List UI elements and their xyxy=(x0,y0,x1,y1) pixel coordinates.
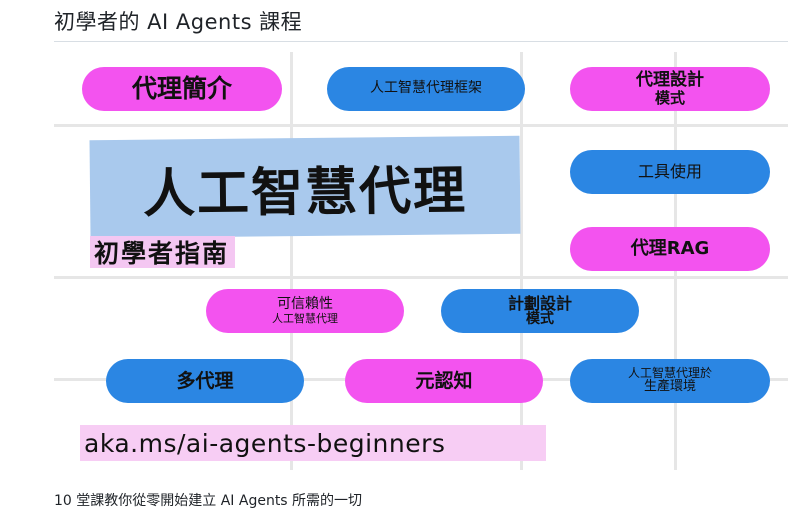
lesson-label: 代理RAG xyxy=(630,238,710,260)
lesson-pill-planning: 計劃設計 模式 xyxy=(441,289,639,333)
lesson-pill-frameworks: 人工智慧代理框架 xyxy=(327,67,525,111)
lesson-pill-production: 人工智慧代理於 生產環境 xyxy=(570,359,770,403)
lesson-pill-multi-agent: 多代理 xyxy=(106,359,304,403)
lesson-label: 計劃設計 xyxy=(507,293,572,313)
lesson-label: 人工智慧代理框架 xyxy=(370,80,482,97)
lesson-label: 代理設計 xyxy=(636,70,704,91)
page-title: 初學者的 AI Agents 課程 xyxy=(54,10,303,34)
lesson-label: 代理簡介 xyxy=(131,74,232,104)
banner-subtitle: 初學者指南 xyxy=(90,236,236,268)
lesson-pill-trustworthy: 可信賴性 人工智慧代理 xyxy=(206,289,404,333)
grid-line xyxy=(54,276,788,279)
banner-headline: 人工智慧代理 xyxy=(89,135,521,239)
banner-url: aka.ms/ai-agents-beginners xyxy=(80,425,546,461)
lesson-label: 可信賴性 xyxy=(277,296,333,313)
lesson-label: 多代理 xyxy=(176,369,234,392)
grid-line xyxy=(520,52,523,470)
lesson-label: 生產環境 xyxy=(643,379,696,395)
grid-line xyxy=(54,124,788,127)
course-banner-image: 代理簡介 人工智慧代理框架 代理設計 模式 人工智慧代理 初學者指南 工具使用 … xyxy=(54,52,788,470)
lesson-label: 人工智慧代理於 xyxy=(627,366,712,381)
lesson-pill-rag: 代理RAG xyxy=(570,227,770,271)
lesson-pill-design-patterns: 代理設計 模式 xyxy=(570,67,770,111)
lesson-label: 模式 xyxy=(654,89,685,108)
lesson-label: 人工智慧代理 xyxy=(272,311,338,325)
lesson-label: 元認知 xyxy=(415,369,473,392)
grid-line xyxy=(290,52,293,470)
lesson-pill-intro: 代理簡介 xyxy=(82,67,282,111)
lesson-pill-metacognition: 元認知 xyxy=(345,359,543,403)
lesson-pill-tool-use: 工具使用 xyxy=(570,150,770,194)
banner-caption: 10 堂課教你從零開始建立 AI Agents 所需的一切 xyxy=(54,493,363,509)
lesson-label: 工具使用 xyxy=(637,162,702,182)
title-divider xyxy=(54,41,788,42)
lesson-label: 模式 xyxy=(526,311,554,328)
